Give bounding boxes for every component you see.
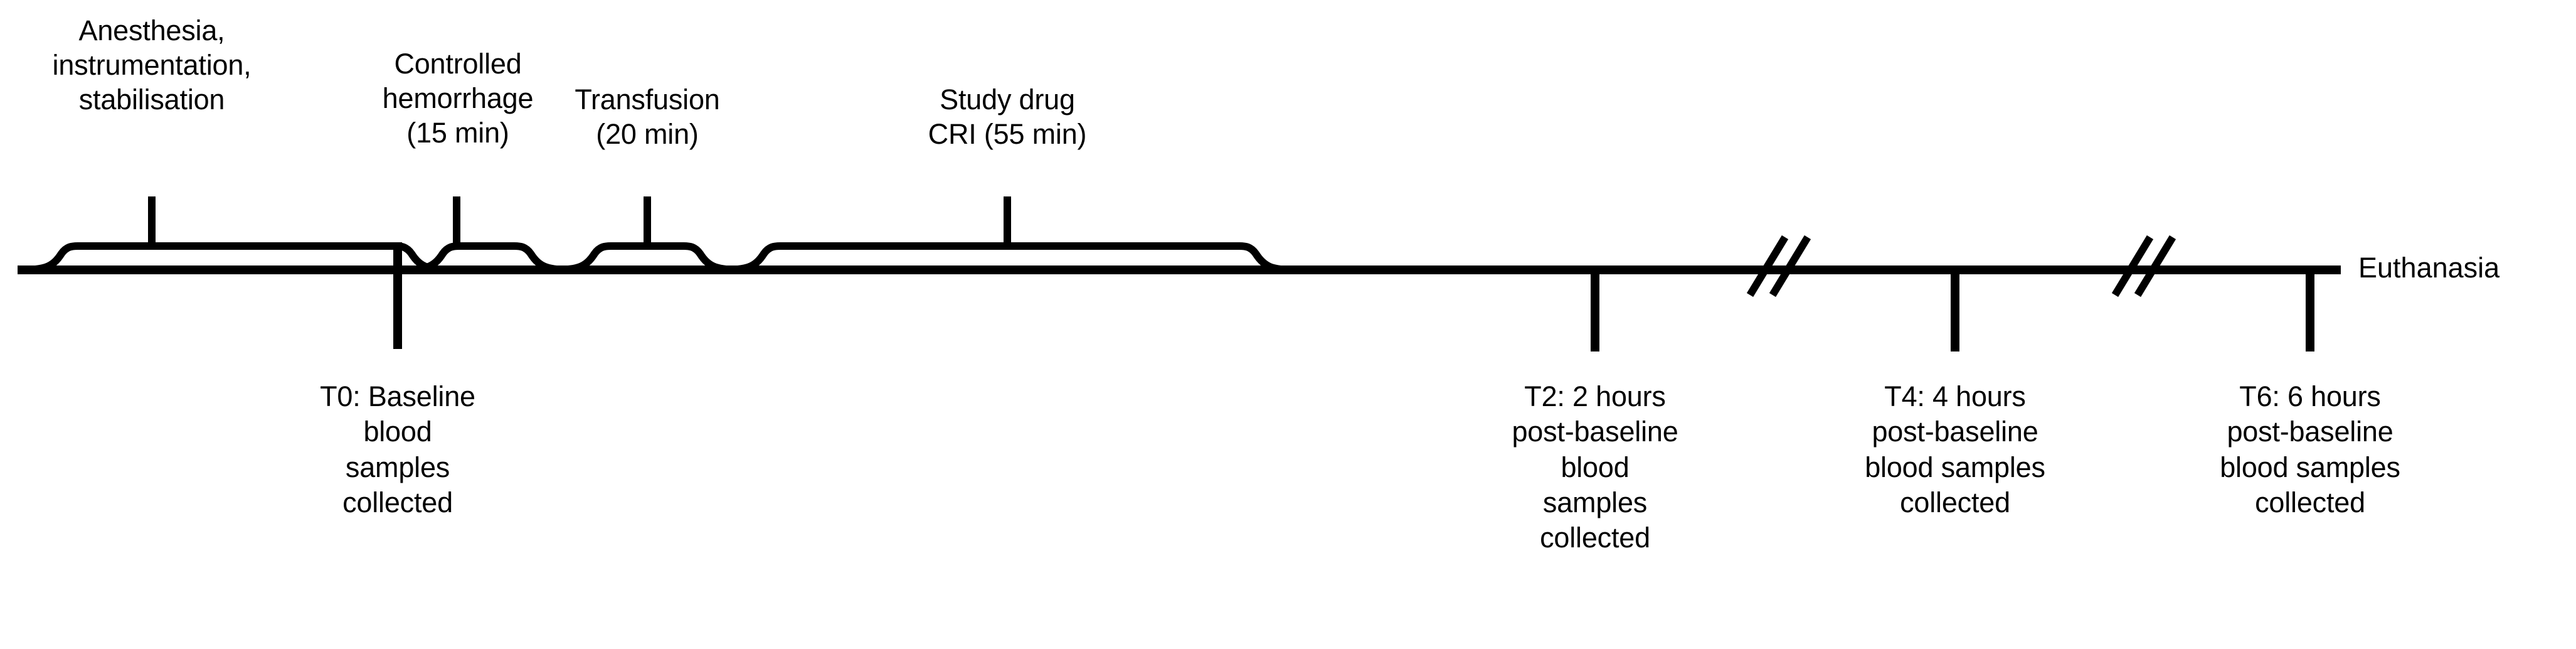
phase-label-study-drug-cri: Study drug CRI (55 min): [928, 83, 1087, 150]
timepoint-label-t2: T2: 2 hours post-baseline blood samples …: [1512, 380, 1678, 554]
phase-label-anesthesia: Anesthesia, instrumentation, stabilisati…: [52, 14, 252, 115]
axis-break-1-icon: [1746, 235, 1811, 298]
phase-label-controlled-hemorrhage: Controlled hemorrhage (15 min): [382, 48, 534, 149]
axis-break-2-icon: [2111, 235, 2176, 298]
timepoint-label-t0: T0: Baseline blood samples collected: [320, 380, 475, 518]
timepoint-label-t4: T4: 4 hours post-baseline blood samples …: [1865, 380, 2045, 518]
timepoint-label-t6: T6: 6 hours post-baseline blood samples …: [2220, 380, 2400, 518]
brace-hemorrhage: [402, 242, 571, 274]
endpoint-label-euthanasia: Euthanasia: [2358, 252, 2500, 284]
brace-anesthesia: [21, 242, 452, 274]
phase-label-transfusion: Transfusion (20 min): [575, 83, 720, 150]
